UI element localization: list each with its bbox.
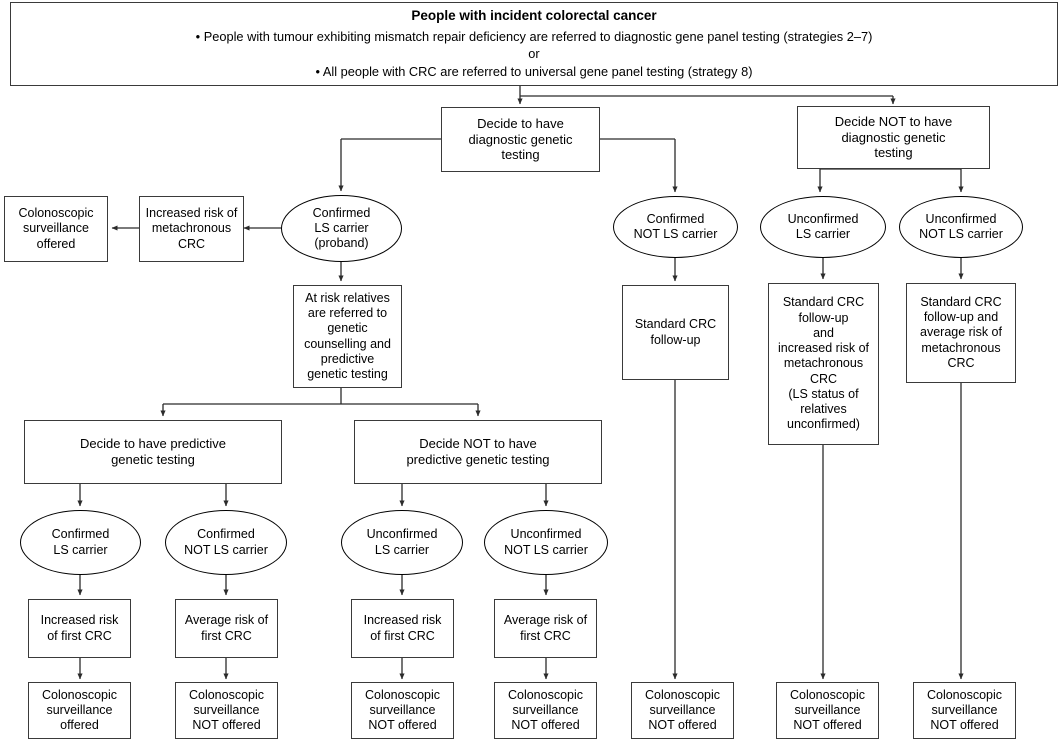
node-label: Colonoscopic surveillance NOT offered [789,687,866,733]
node-confirmed-ls-carrier-proband[interactable]: Confirmed LS carrier (proband) [281,195,402,262]
node-label: At risk relatives are referred to geneti… [304,290,391,381]
node-label: Standard CRC follow-up and increased ris… [777,295,869,432]
node-label: Colonoscopic surveillance NOT offered [188,687,265,733]
header-box: People with incident colorectal cancer •… [10,2,1058,86]
node-label: Increased risk of first CRC [40,613,119,643]
header-title: People with incident colorectal cancer [411,8,657,24]
node-label: Average risk of first CRC [184,613,269,643]
node-label: Confirmed NOT LS carrier [184,527,268,557]
node-label: Colonoscopic surveillance NOT offered [364,687,441,733]
node-unconfirmed-not-ls-carrier-predictive[interactable]: Unconfirmed NOT LS carrier [484,510,608,575]
node-label: Confirmed LS carrier [51,527,110,557]
node-label: Unconfirmed NOT LS carrier [919,211,1003,241]
node-unconfirmed-not-ls-carrier-diagnostic[interactable]: Unconfirmed NOT LS carrier [899,196,1023,258]
node-label: Increased risk of metachronous CRC [145,206,238,251]
node-decide-diagnostic-yes[interactable]: Decide to have diagnostic genetic testin… [441,107,600,172]
node-label: Decide NOT to have predictive genetic te… [406,436,550,467]
node-increased-risk-metachronous-crc[interactable]: Increased risk of metachronous CRC [139,196,244,262]
node-label: Average risk of first CRC [503,613,588,643]
node-confirmed-not-ls-carrier-diagnostic[interactable]: Confirmed NOT LS carrier [613,196,738,258]
node-average-risk-first-crc-2[interactable]: Average risk of first CRC [494,599,597,658]
node-standard-crc-follow-up[interactable]: Standard CRC follow-up [622,285,729,380]
node-colonoscopic-surveillance-not-offered-1[interactable]: Colonoscopic surveillance NOT offered [175,682,278,739]
node-label: Unconfirmed LS carrier [366,527,438,557]
node-decide-diagnostic-no[interactable]: Decide NOT to have diagnostic genetic te… [797,106,990,169]
node-colonoscopic-surveillance-not-offered-4[interactable]: Colonoscopic surveillance NOT offered [631,682,734,739]
node-at-risk-relatives[interactable]: At risk relatives are referred to geneti… [293,285,402,388]
node-colonoscopic-surveillance-not-offered-5[interactable]: Colonoscopic surveillance NOT offered [776,682,879,739]
node-colonoscopic-surveillance-not-offered-2[interactable]: Colonoscopic surveillance NOT offered [351,682,454,739]
header-body: • People with tumour exhibiting mismatch… [195,28,873,79]
node-standard-crc-increased-risk[interactable]: Standard CRC follow-up and increased ris… [768,283,879,445]
node-colonoscopic-surveillance-offered-1[interactable]: Colonoscopic surveillance offered [28,682,131,739]
node-increased-risk-first-crc-2[interactable]: Increased risk of first CRC [351,599,454,658]
node-standard-crc-average-risk[interactable]: Standard CRC follow-up and average risk … [906,283,1016,383]
node-label: Decide to have diagnostic genetic testin… [468,115,573,163]
node-label: Standard CRC follow-up [634,317,717,347]
node-confirmed-ls-carrier-predictive[interactable]: Confirmed LS carrier [20,510,141,575]
node-average-risk-first-crc-1[interactable]: Average risk of first CRC [175,599,278,658]
node-unconfirmed-ls-carrier-predictive[interactable]: Unconfirmed LS carrier [341,510,463,575]
node-label: Increased risk of first CRC [363,613,442,643]
node-label: Colonoscopic surveillance offered [41,687,118,733]
node-label: Unconfirmed LS carrier [787,211,859,241]
node-confirmed-not-ls-carrier-predictive[interactable]: Confirmed NOT LS carrier [165,510,287,575]
node-label: Confirmed LS carrier (proband) [312,205,371,251]
node-label: Decide NOT to have diagnostic genetic te… [834,113,953,161]
node-colonoscopic-surveillance-not-offered-6[interactable]: Colonoscopic surveillance NOT offered [913,682,1016,739]
node-label: Decide to have predictive genetic testin… [80,436,226,467]
node-colonoscopic-surveillance-not-offered-3[interactable]: Colonoscopic surveillance NOT offered [494,682,597,739]
node-label: Colonoscopic surveillance NOT offered [507,687,584,733]
node-label: Standard CRC follow-up and average risk … [920,294,1002,370]
node-decide-predictive-yes[interactable]: Decide to have predictive genetic testin… [24,420,282,484]
node-colonoscopic-surveillance-offered-top[interactable]: Colonoscopic surveillance offered [4,196,108,262]
node-label: Unconfirmed NOT LS carrier [504,527,588,557]
node-label: Colonoscopic surveillance offered [18,206,94,251]
node-decide-predictive-no[interactable]: Decide NOT to have predictive genetic te… [354,420,602,484]
node-unconfirmed-ls-carrier-diagnostic[interactable]: Unconfirmed LS carrier [760,196,886,258]
node-increased-risk-first-crc-1[interactable]: Increased risk of first CRC [28,599,131,658]
node-label: Colonoscopic surveillance NOT offered [926,687,1003,733]
node-label: Colonoscopic surveillance NOT offered [644,687,721,733]
node-label: Confirmed NOT LS carrier [633,211,718,241]
